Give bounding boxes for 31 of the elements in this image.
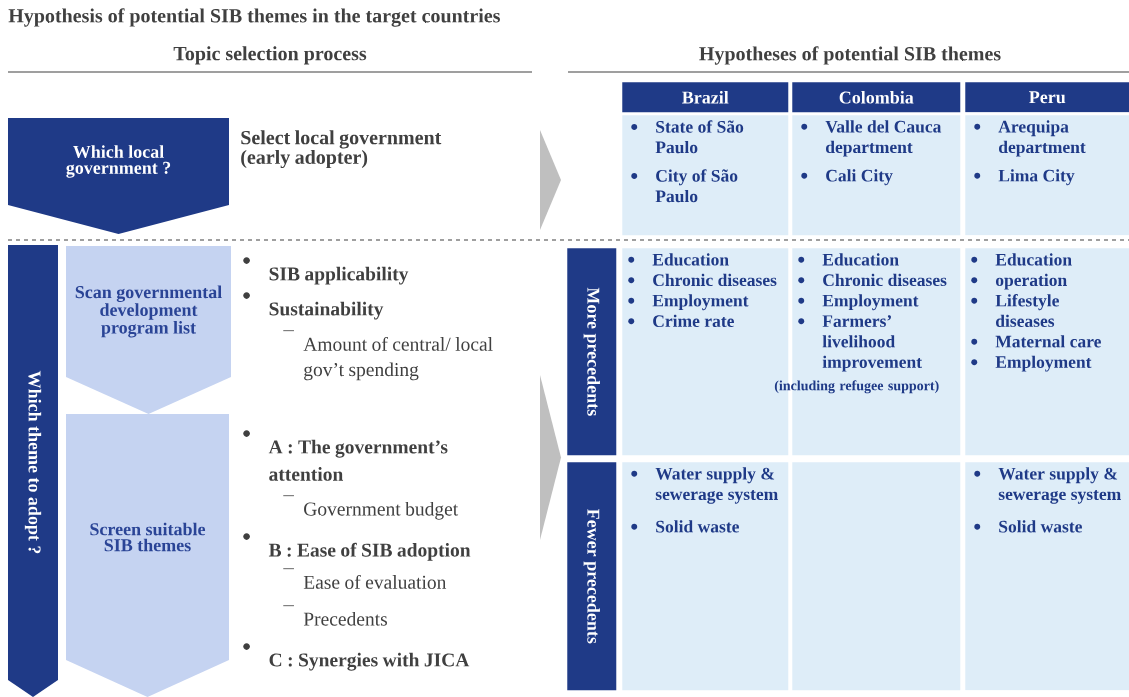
header-cell: Peru (965, 82, 1129, 113)
table-cell: Water supply & sewerage system Solid waste (622, 462, 789, 691)
row-header: Fewer precedents (567, 462, 617, 691)
node-label: Education (822, 253, 899, 266)
bullet-item: A : The government’s attention (243, 430, 448, 481)
triangle-shape (540, 130, 561, 230)
header-cell: Brazil (622, 82, 789, 113)
bullet-item: B : Ease of SIB adoption (243, 533, 471, 561)
sub-item: Amount of central/ local gov’t spending (282, 330, 493, 381)
node-label: Chronic diseases (823, 273, 947, 287)
sub-item: Precedents (282, 605, 387, 626)
bullet-item: SIB applicability (243, 257, 409, 285)
bullet-item: Sustainability (243, 292, 384, 320)
sub-item: Government budget (282, 495, 459, 520)
sub-item: Ease of evaluation (282, 568, 447, 589)
row-header: More precedents (567, 248, 617, 456)
title: Hypothesis of potential SIB themes in the target countries (8, 8, 500, 27)
table-cell: Arequipa department Lima City (965, 115, 1129, 236)
table-cell: Valle del Cauca department Cali City (792, 115, 961, 236)
node-label: Farmers’ livelihood improvement (822, 315, 922, 372)
section-heading: Hypotheses of potential SIB themes (699, 46, 1001, 65)
bullet-item: C : Synergies with JICA (243, 643, 470, 671)
table-cell: Water supply & sewerage system Solid waste (965, 462, 1129, 691)
header-cell: Colombia (792, 82, 961, 113)
section-heading: Topic selection process (173, 46, 367, 65)
triangle-shape (540, 375, 561, 540)
table-cell: State of São Paulo City of São Paulo (622, 115, 789, 236)
node-label: (including refugee support) (774, 380, 939, 394)
table-cell: Education operation Lifestyle diseases Maternal care Employment (965, 248, 1129, 456)
node-label: Employment (822, 294, 919, 311)
table-cell (792, 462, 961, 691)
